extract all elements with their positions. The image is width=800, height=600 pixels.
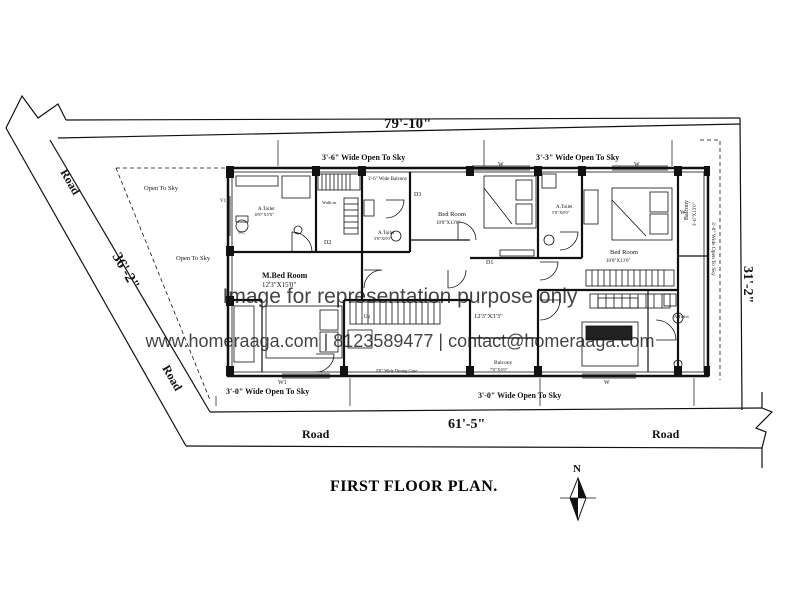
room-label-bed-right: Bed Room: [610, 249, 638, 256]
room-size-balcony-right: 3'-6"X13'0": [693, 202, 698, 226]
room-label-toilet-left: A.Toilet: [258, 207, 275, 212]
open-to-sky-bottom-right: 3'-0" Wide Open To Sky: [478, 391, 561, 400]
room-size-balcony-bottom: 7'0"X4'0": [490, 367, 508, 372]
north-label: N: [573, 463, 581, 475]
road-label-left: Road: [57, 167, 83, 198]
room-size-toilet-left: 10'0"X5'0": [254, 212, 274, 217]
plan-title: FIRST FLOOR PLAN.: [330, 478, 498, 495]
bed-bottom-right: [581, 321, 639, 367]
room-label-bed-top: Bed Room: [438, 211, 466, 218]
room-label-wc: WC: [238, 230, 245, 235]
room-label-toilet-bottom-right: A.Toilet: [674, 314, 690, 319]
window-w-label-right: W: [680, 210, 686, 216]
open-to-sky-top-right: 3'-3" Wide Open To Sky: [536, 153, 619, 162]
plot-boundary: [5, 94, 774, 468]
bed-top: [483, 175, 537, 229]
window-w-label-top-right: W: [634, 162, 640, 168]
room-size-toilet-mid: 5'0"X8'0": [374, 236, 392, 241]
room-size-toilet-right: 5'0"X8'0": [552, 210, 570, 215]
room-size-master-bed: 12'3"X15'0": [262, 281, 296, 289]
bed-master: [265, 305, 343, 359]
dimension-ticks: [215, 140, 695, 406]
room-label-balcony-right: Balcony: [684, 200, 690, 220]
open-to-sky-left-lower: Open To Sky: [176, 255, 211, 262]
room-size-bed-right: 10'0"X13'0": [606, 259, 631, 264]
road-label-left-lower: Road: [159, 363, 185, 394]
road-label-bottom-right: Road: [652, 427, 680, 441]
door-swings: [291, 199, 677, 373]
windows: [229, 165, 668, 379]
door-d1-label: D1: [486, 260, 493, 266]
dimension-right: 31'-2": [740, 266, 755, 303]
door-d2-label: D2: [324, 240, 331, 246]
room-size-bed-top: 10'0"X13'6": [436, 221, 461, 226]
room-label-balcony-bottom: Balcony: [494, 360, 513, 366]
open-to-sky-bottom-left: 3'-0" Wide Open To Sky: [226, 387, 309, 396]
ventilator-label: V1: [220, 199, 227, 204]
room-label-master-bed: M.Bed Room: [262, 271, 308, 280]
furniture: [233, 173, 684, 369]
road-label-bottom-left: Road: [302, 427, 330, 441]
watermark-disclaimer: Image for representation purpose only: [222, 285, 578, 308]
building-walls: [226, 166, 710, 378]
north-arrow-icon: [560, 476, 596, 522]
window-w-label-bottom: W: [604, 380, 610, 386]
open-to-sky-right: 3'-0" Wide Open To Sky: [710, 222, 716, 276]
dimension-bottom: 61'-5": [448, 417, 485, 432]
watermark-contact: www.homeraaga.com | 8123589477 | contact…: [145, 331, 655, 351]
open-to-sky-top-left: 3'-6" Wide Open To Sky: [322, 153, 405, 162]
stair-up-label: Up: [364, 315, 371, 320]
room-label-walk-in: Walk-in: [322, 200, 337, 205]
door-d3-label: D3: [414, 192, 421, 198]
open-to-sky-left-upper: Open To Sky: [144, 185, 179, 192]
room-label-toilet-right: A.Toilet: [556, 205, 573, 210]
window-w-label-top: W: [498, 162, 504, 168]
dimension-top: 79'-10": [384, 116, 432, 132]
room-label-dining-bottom: 5'0" Wide Dining Case: [376, 368, 417, 373]
room-label-wide-balcony: 3'-6" Wide Balcony: [368, 177, 408, 182]
bed-right: [611, 187, 673, 241]
window-w1-label: W1: [278, 380, 287, 386]
room-size-lobby: 12'3"X3'3": [474, 313, 503, 320]
pillars: [226, 166, 710, 376]
room-label-toilet-mid: A.Toilet: [378, 231, 395, 236]
